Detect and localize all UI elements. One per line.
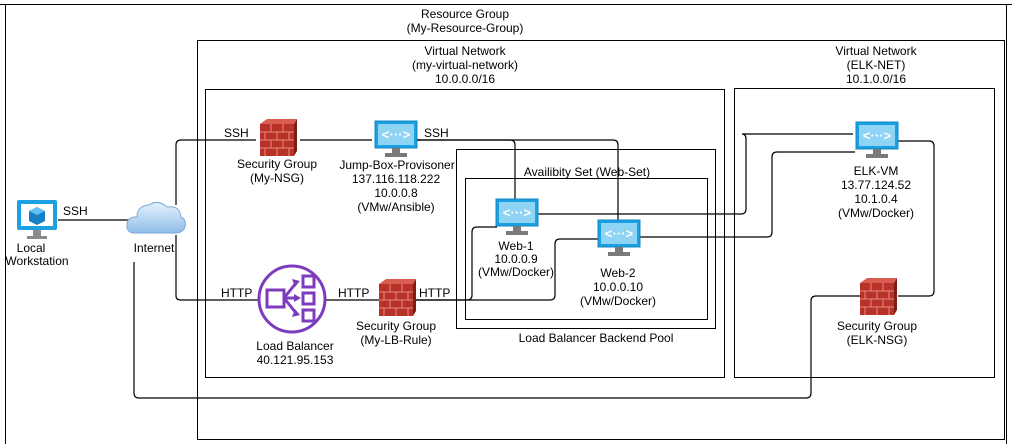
my-nsg-title: Security Group bbox=[236, 157, 318, 171]
right-border-line bbox=[1006, 4, 1007, 444]
wire-internet-http bbox=[175, 235, 262, 301]
jumpbox-name: Jump-Box-Provisoner bbox=[339, 158, 455, 172]
firewall-icon-lb-nsg bbox=[379, 279, 416, 316]
http-label-internet: HTTP bbox=[221, 286, 253, 300]
elk-vm-name: ELK-VM bbox=[853, 164, 899, 178]
svg-text:<···>: <···> bbox=[863, 128, 892, 143]
top-border-line bbox=[0, 4, 1012, 5]
wire-internet-ssh bbox=[175, 139, 256, 205]
wire-elknsg-elkvm bbox=[898, 140, 935, 297]
vnet2-name: (ELK-NET) bbox=[846, 58, 906, 72]
ssh-label-workstation: SSH bbox=[63, 204, 88, 218]
lb-nsg-name: (My-LB-Rule) bbox=[360, 333, 432, 347]
resource-group-title: Resource Group bbox=[420, 7, 510, 21]
web2-name: Web-2 bbox=[600, 266, 636, 280]
elk-vm-public-ip: 13.77.124.52 bbox=[840, 178, 912, 192]
http-label-lb: HTTP bbox=[338, 286, 370, 300]
firewall-icon-my-nsg bbox=[260, 119, 297, 156]
resource-group-box bbox=[197, 40, 1005, 440]
vnet1-cidr: 10.0.0.0/16 bbox=[434, 72, 496, 86]
vnet2-box bbox=[734, 88, 995, 378]
elk-nsg-name: (ELK-NSG) bbox=[846, 333, 908, 347]
svg-text:<···>: <···> bbox=[605, 226, 634, 241]
availability-set-label: Availibity Set (Web-Set) bbox=[523, 165, 651, 179]
web2-type: (VMw/Docker) bbox=[579, 294, 657, 308]
load-balancer-ip: 40.121.95.153 bbox=[256, 353, 334, 367]
ssh-label-internet: SSH bbox=[224, 126, 249, 140]
availability-set-box bbox=[465, 178, 708, 320]
vm-icon-web1: <···> bbox=[495, 198, 539, 235]
load-balancer-icon bbox=[257, 264, 327, 334]
workstation-label-line1: Local bbox=[16, 241, 46, 255]
wire-jumpbox-web2 bbox=[416, 139, 619, 222]
vm-icon-jumpbox: <···> bbox=[374, 120, 418, 157]
svg-text:<···>: <···> bbox=[503, 205, 532, 220]
web1-ip: 10.0.0.9 bbox=[494, 252, 538, 266]
vnet2-title: Virtual Network bbox=[835, 44, 917, 58]
elk-vm-private-ip: 10.1.0.4 bbox=[854, 192, 898, 206]
resource-group-name: (My-Resource-Group) bbox=[406, 21, 524, 35]
internet-label: Internet bbox=[133, 241, 175, 255]
web2-ip: 10.0.0.10 bbox=[592, 280, 644, 294]
vnet1-box bbox=[205, 89, 725, 378]
web1-name: Web-1 bbox=[498, 239, 534, 253]
jumpbox-type: (VMw/Ansible) bbox=[357, 200, 435, 214]
workstation-icon bbox=[17, 200, 57, 239]
vnet1-name: (my-virtual-network) bbox=[411, 58, 519, 72]
my-nsg-name: (My-NSG) bbox=[250, 171, 304, 185]
wire-jumpbox-web1 bbox=[416, 139, 516, 201]
left-border-line bbox=[5, 4, 6, 444]
wire-elk-web1 bbox=[536, 133, 853, 215]
wire-elk-web2 bbox=[640, 151, 855, 238]
workstation-label-line2: Workstation bbox=[5, 254, 69, 268]
vnet1-title: Virtual Network bbox=[424, 44, 506, 58]
http-label-lbnsg: HTTP bbox=[419, 286, 451, 300]
web1-type: (VMw/Docker) bbox=[477, 265, 555, 279]
wire-lbnsg-web2 bbox=[416, 238, 598, 301]
lb-nsg-title: Security Group bbox=[355, 319, 437, 333]
vnet2-cidr: 10.1.0.0/16 bbox=[845, 72, 907, 86]
ssh-label-jumpbox: SSH bbox=[424, 126, 449, 140]
firewall-icon-elk-nsg bbox=[860, 278, 897, 315]
vm-icon-elk: <···> bbox=[855, 121, 899, 158]
jumpbox-private-ip: 10.0.0.8 bbox=[374, 186, 418, 200]
elk-vm-type: (VMw/Docker) bbox=[837, 206, 915, 220]
jumpbox-public-ip: 137.116.118.222 bbox=[351, 172, 441, 186]
wire-internet-elknsg bbox=[133, 262, 862, 399]
backend-pool-box bbox=[456, 149, 716, 329]
cloud-icon bbox=[126, 201, 186, 234]
vm-icon-web2: <···> bbox=[597, 219, 641, 256]
svg-text:<···>: <···> bbox=[382, 127, 411, 142]
load-balancer-name: Load Balancer bbox=[256, 339, 334, 353]
backend-pool-label: Load Balancer Backend Pool bbox=[518, 331, 674, 345]
elk-nsg-title: Security Group bbox=[836, 319, 918, 333]
